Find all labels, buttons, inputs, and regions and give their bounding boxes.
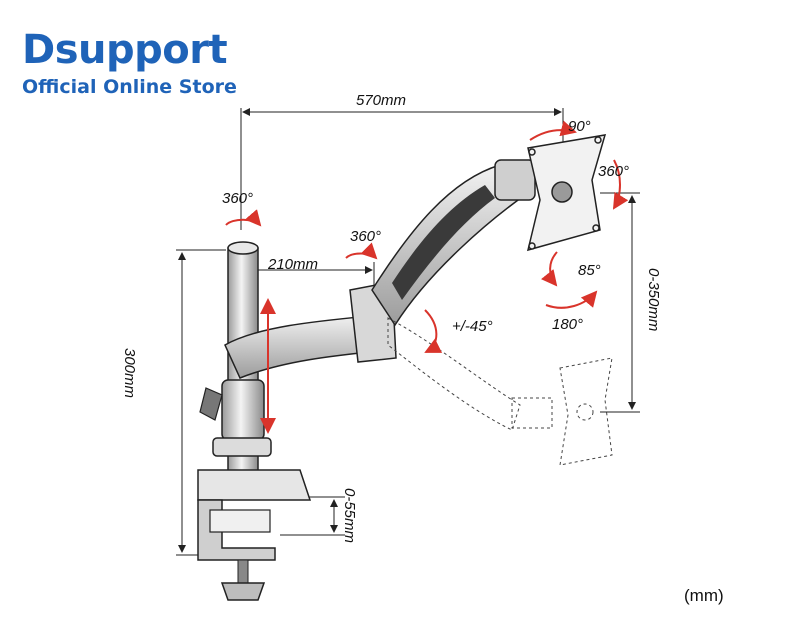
clamp-range-label: 0-55mm	[341, 488, 358, 544]
pole-to-joint-label: 210mm	[268, 256, 319, 273]
joint-swivel-label: 360°	[350, 228, 382, 245]
dimension-clamp	[280, 496, 345, 536]
unit-note: (mm)	[684, 586, 724, 605]
span-label: 570mm	[356, 92, 407, 109]
head-tilt-label: 90°	[568, 118, 591, 135]
rotation-arrows	[225, 120, 629, 434]
brand-tagline: Official Online Store	[22, 76, 237, 98]
desk-clamp	[197, 469, 312, 601]
dimension-pole-height	[176, 249, 226, 556]
arm-tilt-label: +/-45°	[452, 318, 493, 335]
brand-name: Dsupport	[22, 27, 228, 73]
dimension-pole-to-joint	[242, 262, 375, 285]
ghost-arm-position	[387, 317, 613, 466]
brand-logo: Dsupport Official Online Store	[22, 30, 237, 98]
pole-swivel-label: 360°	[222, 190, 254, 207]
dimension-height-range	[600, 192, 640, 413]
vesa-plate	[526, 134, 607, 252]
head-rotate-label: 360°	[598, 163, 630, 180]
height-range-label: 0-350mm	[645, 268, 662, 332]
head-swivel-label: 85°	[578, 262, 601, 279]
gas-spring-arm	[371, 159, 536, 327]
head-pan-label: 180°	[552, 316, 584, 333]
pole-height-label: 300mm	[121, 348, 138, 399]
